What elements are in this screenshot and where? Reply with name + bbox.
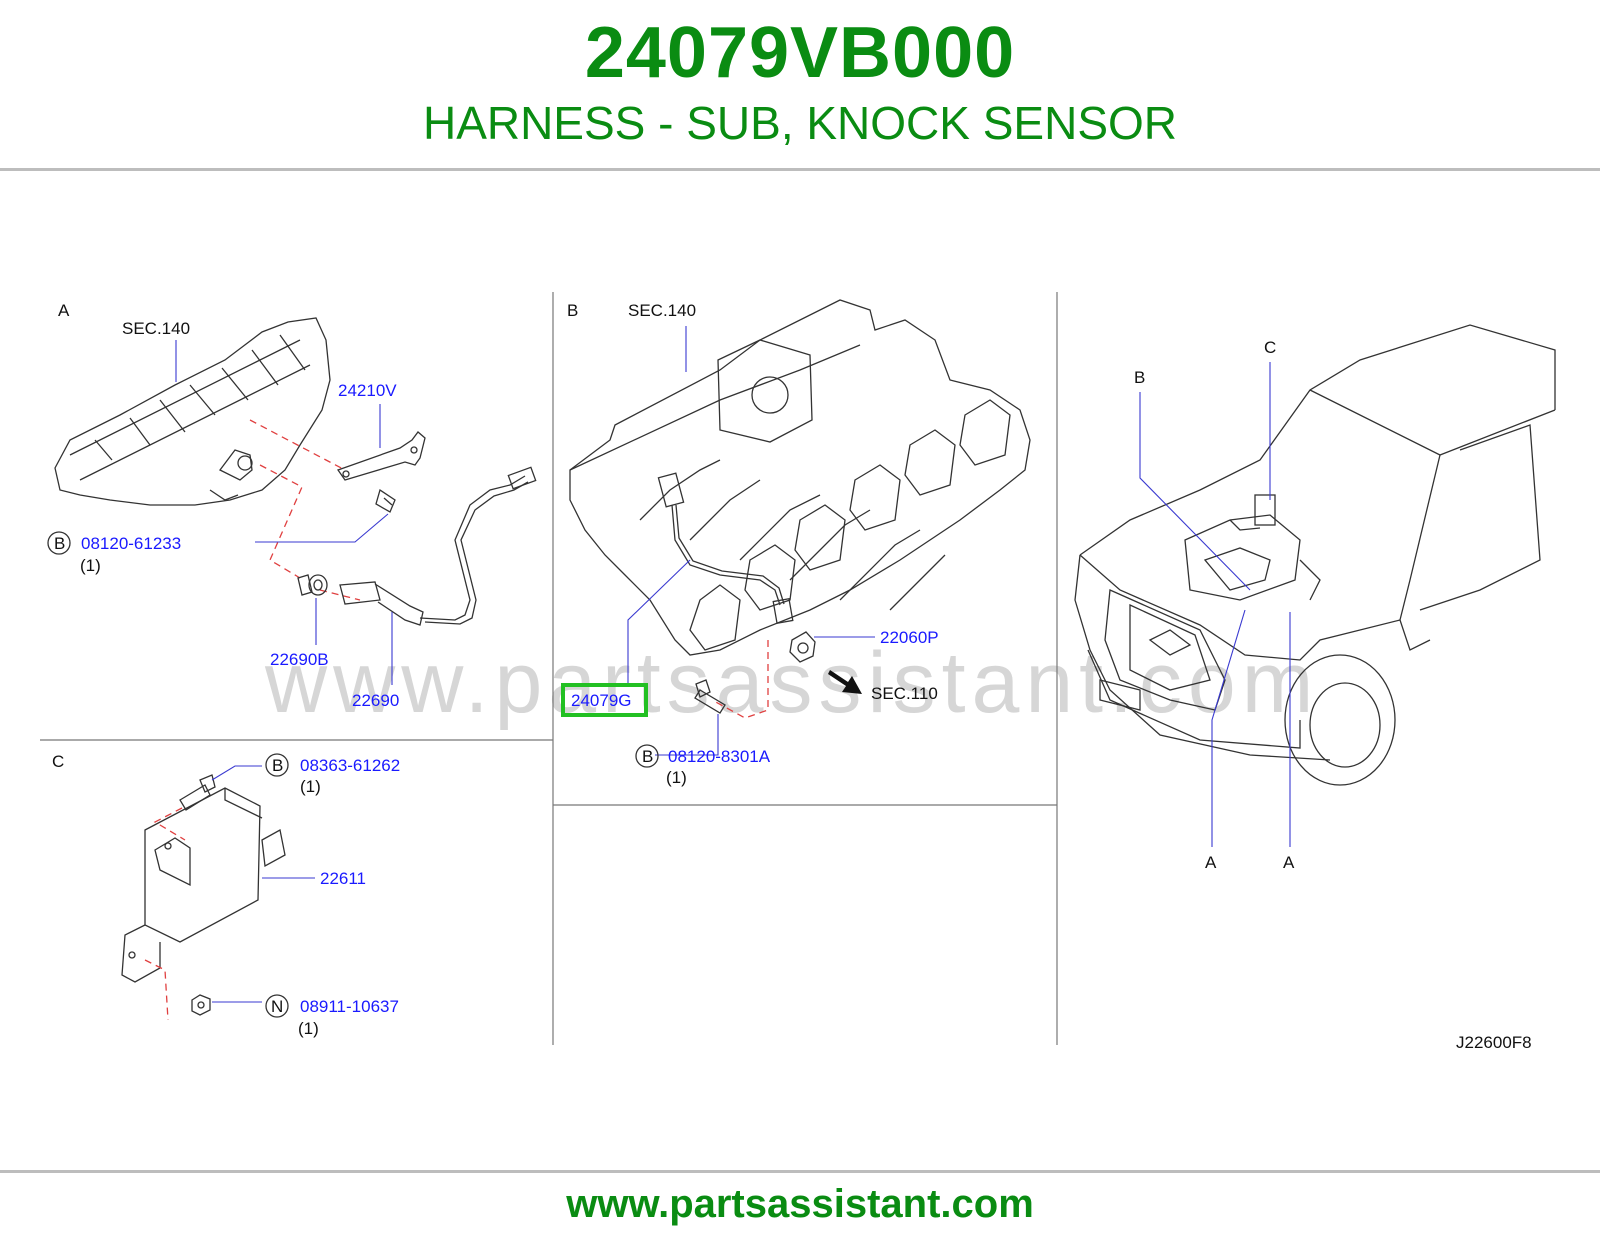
vehicle-label-a1: A [1205,853,1217,872]
callout-08911-10637: 08911-10637 [300,997,399,1016]
panel-b-letter: B [567,301,578,320]
knock-sensor-22060p-drawing [789,631,816,663]
bolt-08120-8301a-drawing [694,679,726,714]
prefix-08911-10637: N [271,997,283,1016]
callout-24210v: 24210V [338,381,397,400]
callout-24079g[interactable]: 24079G [571,691,632,710]
prefix-08120-61233: B [54,534,65,553]
footer-website-link[interactable]: www.partsassistant.com [566,1182,1034,1226]
leader-08363-61262 [211,765,262,781]
prefix-circle-b-61262 [265,753,289,777]
nut-08911-10637-drawing [191,994,211,1016]
exhaust-manifold-drawing [54,317,331,506]
prefix-circle-b-61233 [47,531,71,555]
oxygen-sensor-22690-drawing [339,466,537,626]
control-unit-22611-drawing [121,787,286,983]
callout-22611: 22611 [320,869,366,888]
panel-a-letter: A [58,301,70,320]
panel-c-letter: C [52,752,64,771]
callout-22060p: 22060P [880,628,939,647]
vehicle-label-b: B [1134,368,1145,387]
bolt-08120-61233-drawing [375,488,396,513]
bracket-24210v-drawing [336,431,426,481]
vehicle-label-a2: A [1283,853,1295,872]
part-name-subtitle: HARNESS - SUB, KNOCK SENSOR [422,97,1178,149]
dash-c2 [144,959,169,1021]
vehicle-outline-drawing [1074,324,1556,786]
prefix-circle-b-8301a [635,744,659,768]
callout-22690: 22690 [352,691,399,710]
part-number-title: 24079VB000 [584,13,1016,93]
dash-b1 [711,640,769,719]
leader-24079g [627,559,691,684]
dash-a3 [319,589,361,601]
arrow-sec110 [828,670,862,694]
washer-22690b-drawing [297,574,328,596]
bolt-08363-61262-drawing [179,774,216,811]
callout-08120-61233: 08120-61233 [81,534,181,553]
sub-harness-24079g-drawing [657,472,794,624]
leader-08120-61233 [255,513,389,543]
callout-22690b: 22690B [270,650,329,669]
vehicle-view: B C A A [1074,324,1556,872]
leader-vehicle-a1 [1211,609,1246,847]
qty-08120-8301a: (1) [666,768,687,787]
dash-a2 [259,464,303,579]
panel-c: C B 08363-61262 (1) 22611 [52,752,400,1038]
watermark-text: www.partsassistant.com [264,635,1319,731]
leader-08120-8301a [655,714,719,756]
vehicle-label-c: C [1264,338,1276,357]
qty-08911-10637: (1) [298,1019,319,1038]
highlight-box-24079g [561,683,648,717]
page-header: 24079VB000 HARNESS - SUB, KNOCK SENSOR [0,0,1600,170]
panel-b: B SEC.140 22060P [561,299,1031,787]
leader-vehicle-b [1139,392,1251,591]
qty-08363-61262: (1) [300,777,321,796]
panel-a: A SEC.140 24210V B 08120-61233 (1) [47,301,537,710]
panel-b-sec-ref: SEC.140 [628,301,696,320]
header-divider [0,168,1600,171]
intake-manifold-drawing [569,299,1031,656]
callout-08120-8301a: 08120-8301A [668,747,771,766]
panel-a-sec-ref: SEC.140 [122,319,190,338]
dash-c1 [153,807,186,841]
footer-divider [0,1170,1600,1173]
qty-08120-61233: (1) [80,556,101,575]
panel-b-sec-ref-110: SEC.110 [871,684,938,703]
prefix-08120-8301a: B [642,747,653,766]
prefix-08363-61262: B [272,756,283,775]
callout-08363-61262: 08363-61262 [300,756,400,775]
prefix-circle-n [265,994,289,1018]
dash-a1 [249,419,346,471]
figure-code: J22600F8 [1456,1033,1532,1052]
